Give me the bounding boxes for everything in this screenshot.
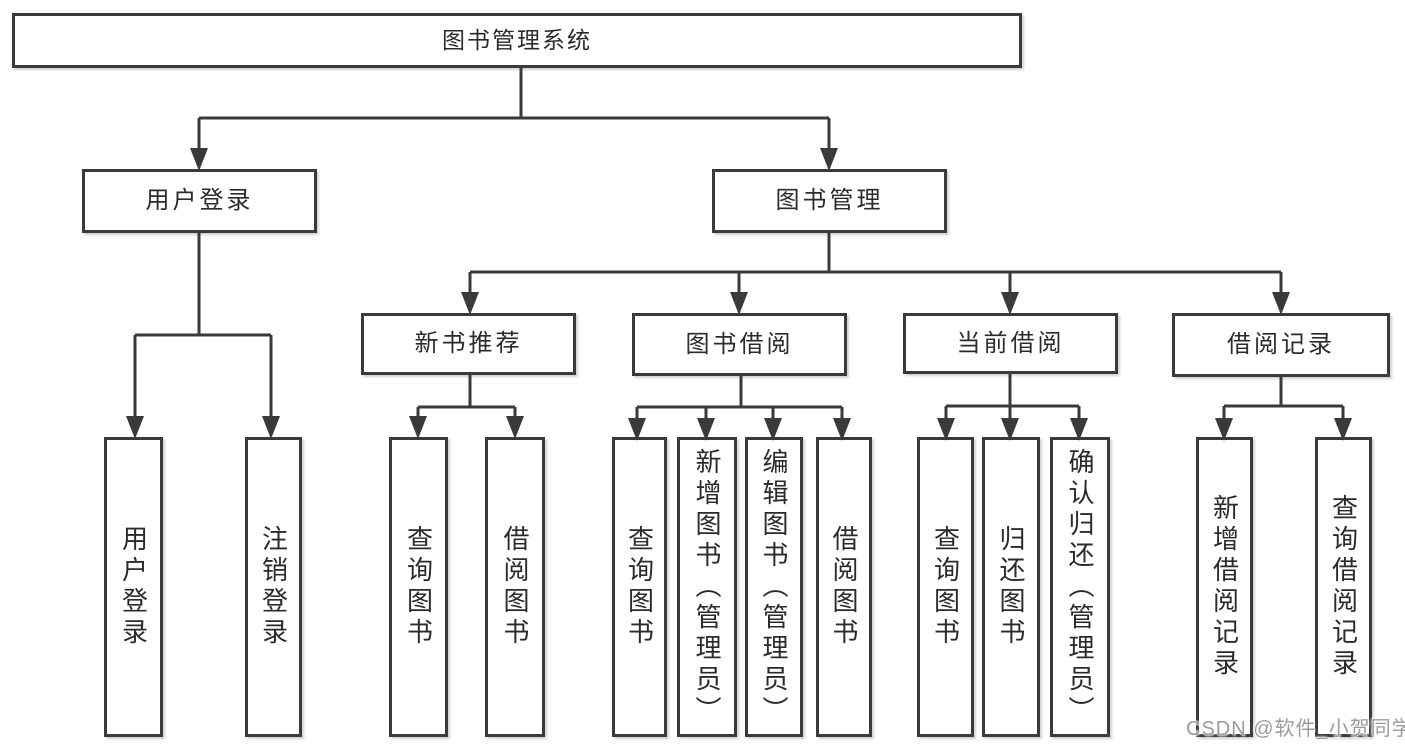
node-label: 新书推荐 [414,330,523,357]
node-library-management-system: 图书管理系统 [12,13,1022,68]
node-borrow-books-recommend: 借阅图书 [485,437,545,737]
node-user-login-leaf: 用户登录 [104,437,163,737]
node-label: 用户登录 [145,187,254,214]
node-borrow-books: 借阅图书 [816,437,872,737]
node-query-books-borrow: 查询图书 [612,437,667,737]
node-label: 编辑图书（管理员） [759,447,789,727]
node-label: 图书借阅 [685,330,794,358]
node-book-borrowing: 图书借阅 [632,313,847,376]
node-label: 用户登录 [118,525,149,649]
node-user-login: 用户登录 [82,169,317,233]
node-current-borrowing: 当前借阅 [903,313,1118,374]
node-label: 当前借阅 [956,329,1065,357]
node-label: 图书管理 [775,187,884,214]
node-label: 新增借阅记录 [1209,494,1240,680]
node-book-management: 图书管理 [712,169,947,233]
node-return-books: 归还图书 [982,437,1040,737]
node-borrowing-records: 借阅记录 [1172,313,1390,377]
node-label: 借阅记录 [1227,331,1335,358]
node-label: 图书管理系统 [442,27,592,53]
node-label: 借阅图书 [500,525,530,649]
node-query-borrow-record: 查询借阅记录 [1315,437,1372,737]
node-label: 查询图书 [624,525,655,649]
node-label: 注销登录 [258,525,289,649]
node-new-book-recommendation: 新书推荐 [361,313,576,375]
node-add-books-admin: 新增图书（管理员） [677,437,737,737]
node-edit-books-admin: 编辑图书（管理员） [745,437,803,737]
node-label: 确认归还（管理员） [1065,447,1095,727]
node-label: 归还图书 [996,525,1026,649]
node-label: 查询图书 [930,525,961,649]
node-query-books-current: 查询图书 [917,437,974,737]
node-label: 查询图书 [403,525,434,649]
node-label: 查询借阅记录 [1328,494,1359,680]
node-label: 借阅图书 [829,525,859,649]
node-query-books-recommend: 查询图书 [389,437,448,737]
node-logout: 注销登录 [245,437,302,737]
node-add-borrow-record: 新增借阅记录 [1196,437,1253,737]
node-confirm-return-admin: 确认归还（管理员） [1050,437,1110,737]
watermark: CSDN @软件_小贺同学 [1186,718,1405,740]
node-label: 新增图书（管理员） [692,447,722,727]
